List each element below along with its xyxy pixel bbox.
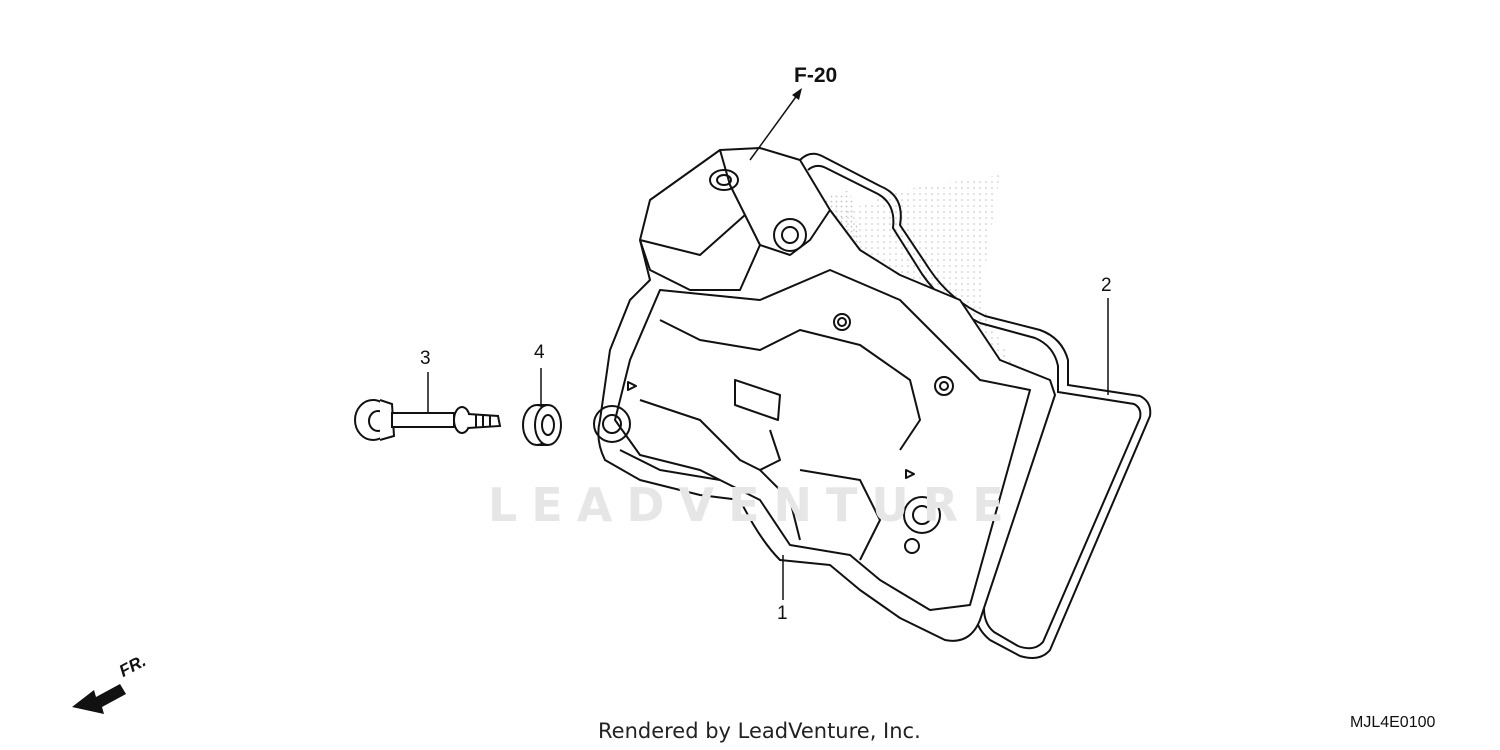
callout-3[interactable]: 3 [420, 348, 431, 369]
rubber-washer [522, 404, 562, 446]
cylinder-head-cover [593, 147, 1056, 642]
callout-4[interactable]: 4 [534, 342, 545, 363]
reference-link-f20[interactable]: F-20 [794, 64, 838, 87]
watermark: LEADVENTURE [488, 478, 1018, 532]
leader-lines [427, 93, 1109, 600]
diagram-code: MJL4E0100 [1350, 714, 1436, 731]
callout-1[interactable]: 1 [777, 603, 788, 624]
special-bolt [354, 399, 502, 441]
reference-arrow-icon [792, 88, 802, 100]
callout-2[interactable]: 2 [1101, 275, 1112, 296]
front-direction-arrow-icon [72, 684, 126, 714]
footer-credit: Rendered by LeadVenture, Inc. [598, 719, 921, 743]
